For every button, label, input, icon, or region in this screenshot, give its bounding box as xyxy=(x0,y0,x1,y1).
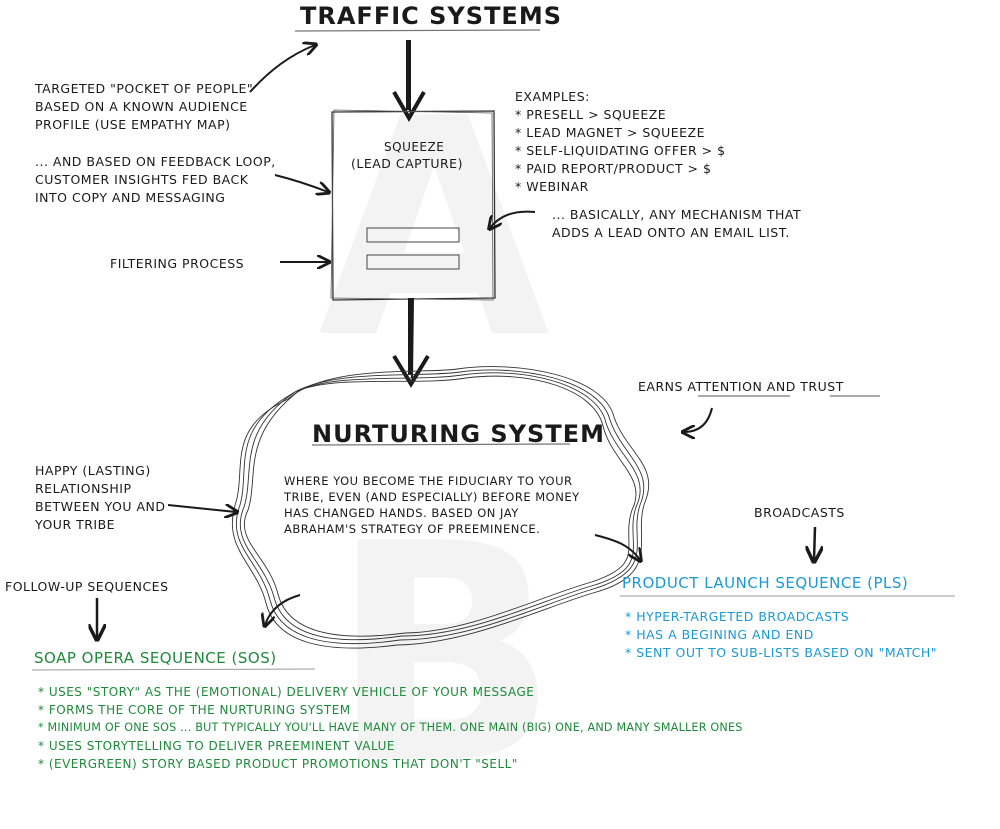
mechanism-line-1: ... basically, any mechanism that xyxy=(552,207,802,222)
sketch-lines xyxy=(31,29,955,671)
traffic-systems-title: Traffic Systems xyxy=(300,2,562,30)
earns-attention: Attention xyxy=(687,379,763,394)
feedback-line-1: ... and based on feedback loop, xyxy=(35,154,276,169)
nurturing-desc-line-4: Abraham's strategy of preeminence. xyxy=(284,522,541,536)
sos-item-4: * Uses storytelling to deliver preeminen… xyxy=(38,739,395,753)
examples-heading: Examples: xyxy=(515,89,590,104)
pls-item-1: * Hyper-targeted broadcasts xyxy=(625,609,850,624)
pls-item-3: * Sent out to sub-lists based on "match" xyxy=(625,645,937,660)
sos-item-1: * Uses "story" as the (emotional) delive… xyxy=(38,685,535,699)
earns-prefix: Earns xyxy=(638,379,688,394)
example-item-2: * Lead Magnet > Squeeze xyxy=(515,125,706,140)
filtering-process-note: Filtering Process xyxy=(110,256,245,271)
arrow-happy xyxy=(167,505,236,512)
feedback-line-2: customer insights fed back xyxy=(35,172,249,187)
happy-line-2: relationship xyxy=(35,481,132,496)
example-item-3: * Self-Liquidating Offer > $ xyxy=(515,143,726,158)
pls-item-2: * Has a begining and end xyxy=(625,627,814,642)
watermark-letter-b: B xyxy=(330,480,559,829)
traffic-title-underline xyxy=(294,29,541,32)
earns-note: Earns Attention and Trust xyxy=(638,378,844,396)
happy-line-3: between you and xyxy=(35,499,166,514)
arrow-to-pls xyxy=(594,534,640,560)
arrow-mechanism xyxy=(490,210,536,228)
example-item-4: * Paid Report/Product > $ xyxy=(515,161,712,176)
earns-trust: Trust xyxy=(800,379,844,394)
nurturing-desc-line-3: has changed hands. Based on Jay xyxy=(284,506,519,520)
pls-title: Product Launch Sequence (PLS) xyxy=(622,574,909,592)
arrow-pocket xyxy=(249,45,315,93)
squeeze-input-field-2 xyxy=(366,254,460,270)
pocket-line-3: profile (use empathy map) xyxy=(35,117,231,132)
followup-label: Follow-up Sequences xyxy=(5,579,169,594)
diagram-canvas: A B xyxy=(5,2,955,805)
arrow-earns xyxy=(684,407,713,432)
happy-line-4: your tribe xyxy=(35,517,116,532)
feedback-line-3: into copy and messaging xyxy=(35,190,226,205)
watermark-letter-a: A xyxy=(318,55,551,404)
pocket-line-2: based on a known audience xyxy=(35,99,248,114)
sos-item-2: * Forms the core of the nurturing system xyxy=(38,703,351,717)
example-item-1: * Presell > Squeeze xyxy=(515,107,667,122)
nurturing-title-underline xyxy=(311,443,571,446)
arrow-traffic-to-squeeze xyxy=(392,40,426,123)
sos-item-5: * (Evergreen) Story based product promot… xyxy=(38,757,518,771)
arrow-broadcasts xyxy=(814,526,815,560)
nurturing-desc-line-2: tribe, even (and especially) before mone… xyxy=(284,490,580,504)
mechanism-line-2: adds a lead onto an email list. xyxy=(552,225,790,240)
squeeze-title-line1: Squeeze xyxy=(384,140,445,154)
broadcasts-label: Broadcasts xyxy=(754,505,845,520)
arrow-feedback xyxy=(274,174,328,192)
pocket-line-1: Targeted "Pocket of People" xyxy=(35,81,254,96)
nurturing-desc-line-1: Where you become the fiduciary to your xyxy=(284,474,573,488)
arrow-to-sos xyxy=(265,594,301,625)
example-item-5: * Webinar xyxy=(515,179,589,194)
earns-middle: and xyxy=(762,379,801,394)
squeeze-title-line2: (Lead Capture) xyxy=(351,156,463,171)
sos-item-3: * Minimum of one SOS ... but typically y… xyxy=(38,721,743,734)
sos-title: Soap Opera Sequence (SOS) xyxy=(34,649,277,667)
nurturing-cloud xyxy=(231,366,650,649)
happy-line-1: Happy (lasting) xyxy=(35,463,151,478)
arrow-squeeze-to-nurturing xyxy=(392,297,430,388)
sos-title-underline xyxy=(31,668,316,671)
nurturing-system-title: Nurturing System xyxy=(312,420,605,448)
squeeze-input-field-1 xyxy=(366,227,460,243)
squeeze-box xyxy=(330,109,496,301)
